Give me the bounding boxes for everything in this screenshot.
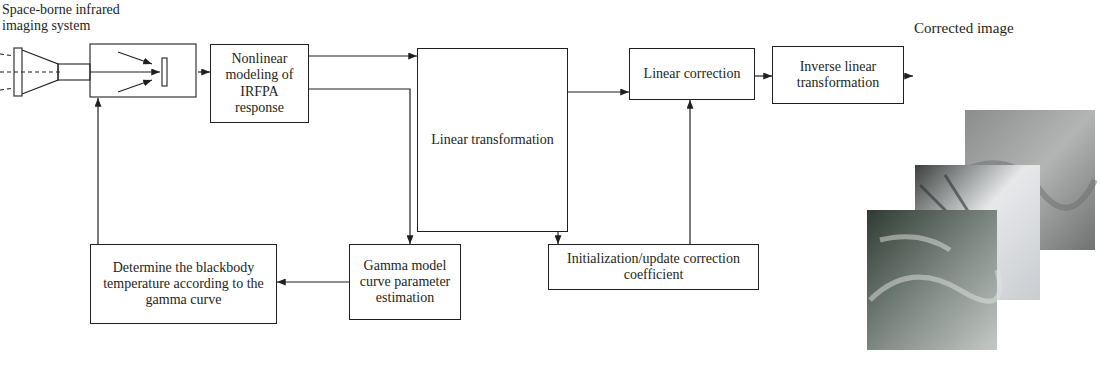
process-box: Initialization/update correction coeffic… xyxy=(548,244,759,290)
box-text: Gamma model curve parameter estimation xyxy=(350,255,460,309)
process-box: Determine the blackbody temperature acco… xyxy=(90,244,277,324)
box-text: Linear correction xyxy=(638,63,747,85)
flow-arrow xyxy=(557,232,558,244)
output-label: Corrected image xyxy=(914,20,1014,37)
box-text: Nonlinear modeling of IRFPA response xyxy=(211,48,308,118)
aperture xyxy=(14,48,22,96)
flow-arrow xyxy=(689,100,690,244)
incoming-ray xyxy=(0,54,14,56)
ray-arrow xyxy=(118,80,152,92)
flow-arrow xyxy=(97,98,98,244)
process-box: Linear transformation xyxy=(417,48,568,232)
flow-arrow xyxy=(309,55,417,56)
box-text: Determine the blackbody temperature acco… xyxy=(91,257,276,311)
focal-plane-array xyxy=(162,58,167,86)
box-text: Linear transformation xyxy=(425,129,559,151)
box-text: Initialization/update correction coeffic… xyxy=(549,248,758,286)
flow-arrow xyxy=(309,89,410,244)
process-box: Inverse linear transformation xyxy=(772,46,904,104)
incoming-ray xyxy=(0,71,60,72)
corrected-images xyxy=(867,110,1095,350)
process-box: Gamma model curve parameter estimation xyxy=(349,244,461,320)
optics-cone xyxy=(22,50,58,94)
flow-arrow xyxy=(568,91,629,92)
process-box: Nonlinear modeling of IRFPA response xyxy=(210,44,309,123)
detector-housing xyxy=(90,44,196,97)
flow-arrow xyxy=(755,75,772,76)
flow-arrow xyxy=(277,281,349,282)
flow-arrow xyxy=(198,71,210,72)
incoming-ray xyxy=(0,88,14,90)
ray-arrow xyxy=(118,52,152,64)
optical-axis xyxy=(90,71,160,72)
image-texture xyxy=(870,237,1000,302)
imaging-system: Space-borne infrared imaging system xyxy=(0,0,198,98)
optics-tube xyxy=(58,64,90,80)
process-box: Linear correction xyxy=(629,48,755,100)
system-title: Space-borne infrared imaging system xyxy=(2,2,167,34)
box-text: Inverse linear transformation xyxy=(773,56,903,94)
